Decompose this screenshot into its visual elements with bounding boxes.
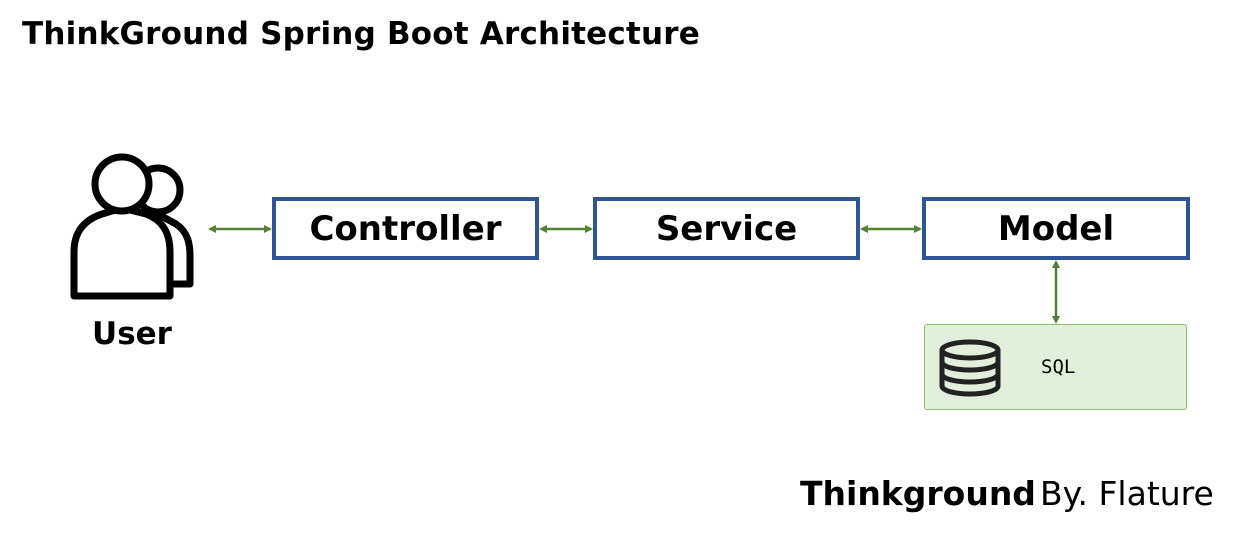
users-icon (70, 153, 194, 300)
database-box: SQL (924, 324, 1187, 410)
database-icon (939, 339, 1001, 397)
database-label: SQL (1041, 356, 1076, 378)
service-label: Service (655, 208, 798, 249)
diagram-title: ThinkGround Spring Boot Architecture (22, 16, 700, 52)
controller-label: Controller (309, 208, 502, 249)
footer-author: By. Flature (1040, 474, 1214, 513)
service-box: Service (593, 197, 860, 260)
controller-box: Controller (272, 197, 539, 260)
model-label: Model (997, 208, 1115, 249)
model-box: Model (922, 197, 1190, 260)
footer-brand: Thinkground (800, 474, 1036, 513)
user-label: User (92, 316, 172, 352)
